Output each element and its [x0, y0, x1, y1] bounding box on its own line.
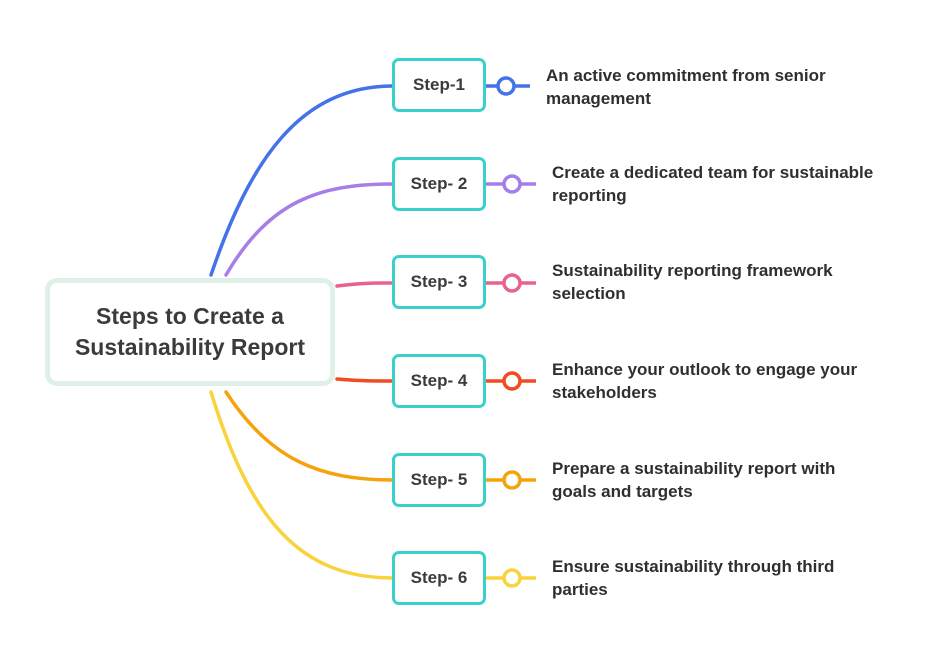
step-4-label: Step- 4: [410, 371, 468, 390]
node-circle-step-1: [496, 76, 516, 96]
node-circle-step-2: [502, 174, 522, 194]
root-topic[interactable]: Steps to Create a Sustainability Report: [45, 278, 335, 386]
connector-step-3: [335, 281, 395, 288]
step-1-node[interactable]: Step-1: [392, 58, 486, 112]
step-1-label: Step-1: [413, 75, 465, 94]
node-circle-step-5: [502, 470, 522, 490]
step-3-description: Sustainability reporting framework selec…: [552, 261, 833, 303]
connector-step-5: [224, 390, 395, 482]
root-topic-title: Steps to Create a Sustainability Report: [74, 303, 306, 360]
step-6-label: Step- 6: [410, 568, 468, 587]
step-4-description: Enhance your outlook to engage your stak…: [552, 360, 858, 402]
step-3-label: Step- 3: [410, 272, 468, 291]
step-6-description: Ensure sustainability through third part…: [552, 557, 835, 599]
step-5-description: Prepare a sustainability report with goa…: [552, 459, 836, 501]
step-6-node[interactable]: Step- 6: [392, 551, 486, 605]
step-2-label: Step- 2: [410, 174, 468, 193]
node-circle-step-3: [502, 273, 522, 293]
step-5-node[interactable]: Step- 5: [392, 453, 486, 507]
step-3-node[interactable]: Step- 3: [392, 255, 486, 309]
node-circle-step-4: [502, 371, 522, 391]
connector-step-1: [209, 84, 395, 277]
step-2-description: Create a dedicated team for sustainable …: [552, 163, 874, 205]
step-4-node[interactable]: Step- 4: [392, 354, 486, 408]
step-5-label: Step- 5: [410, 470, 468, 489]
connector-step-2: [224, 182, 395, 277]
connector-step-4: [335, 377, 395, 383]
node-circle-step-6: [502, 568, 522, 588]
connector-step-6: [209, 390, 395, 580]
step-2-node[interactable]: Step- 2: [392, 157, 486, 211]
step-1-description: An active commitment from senior managem…: [546, 66, 826, 108]
